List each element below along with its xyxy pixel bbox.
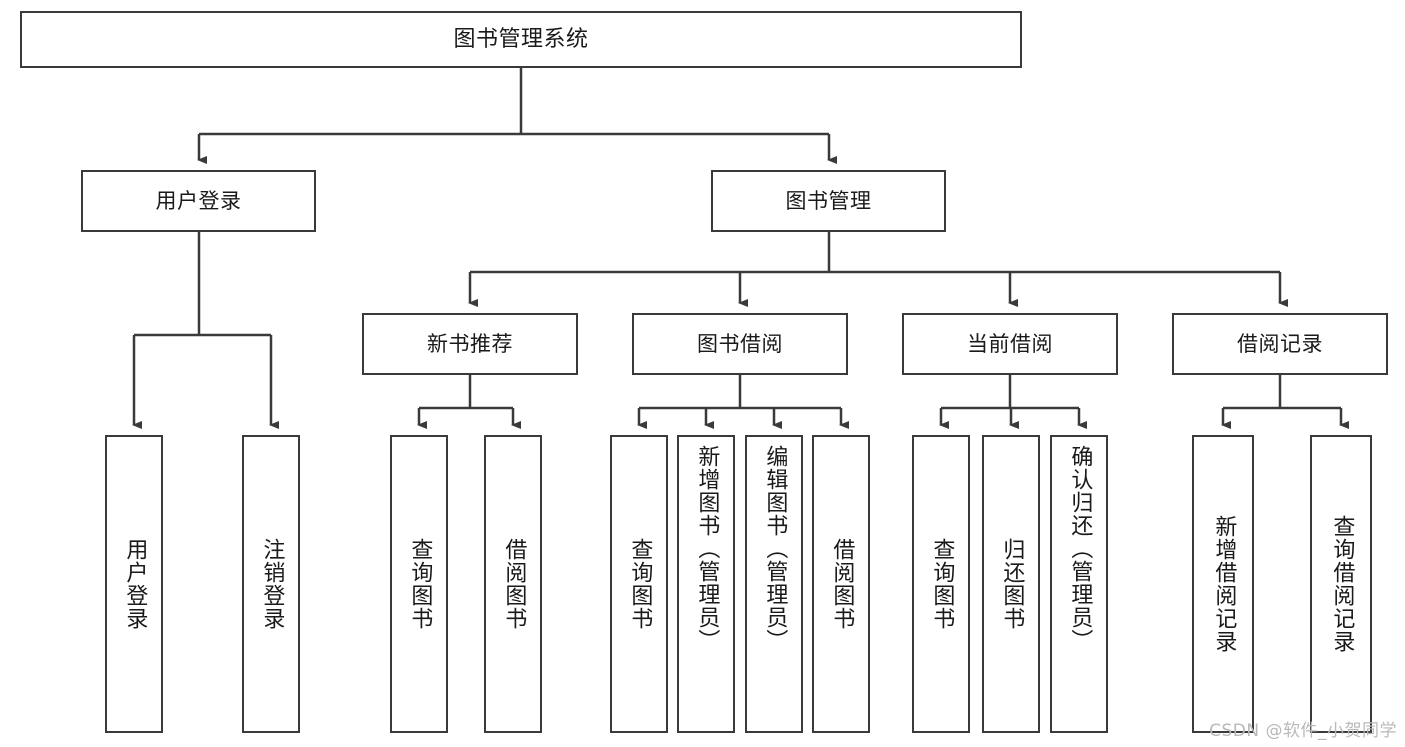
node-new-book-recommend[interactable]: 新书推荐 (362, 313, 578, 375)
node-root-system[interactable]: 图书管理系统 (20, 11, 1022, 68)
leaf-query-borrow-record[interactable]: 查询借阅记录 (1310, 435, 1372, 733)
node-label: 确认归还（管理员） (1067, 445, 1093, 652)
leaf-borrow-book-newbook[interactable]: 借阅图书 (484, 435, 542, 733)
node-label: 新增借阅记录 (1211, 515, 1237, 653)
node-label: 用户登录 (155, 188, 242, 213)
node-label: 图书管理 (785, 188, 872, 213)
leaf-borrow-book[interactable]: 借阅图书 (812, 435, 870, 733)
leaf-user-login[interactable]: 用户登录 (105, 435, 163, 733)
node-label: 图书借阅 (697, 331, 783, 356)
node-label: 编辑图书（管理员） (762, 445, 788, 652)
node-borrow-record[interactable]: 借阅记录 (1172, 313, 1388, 375)
leaf-logout-login[interactable]: 注销登录 (242, 435, 300, 733)
leaf-query-book-newbook[interactable]: 查询图书 (390, 435, 448, 733)
node-current-borrow[interactable]: 当前借阅 (902, 313, 1118, 375)
csdn-watermark: CSDN @软件_小贺同学 (1209, 721, 1397, 741)
node-label: 借阅记录 (1237, 331, 1323, 356)
node-label: 用户登录 (122, 538, 148, 630)
node-label: 当前借阅 (967, 331, 1053, 356)
leaf-return-book[interactable]: 归还图书 (982, 435, 1040, 733)
leaf-confirm-return-admin[interactable]: 确认归还（管理员） (1050, 435, 1108, 733)
leaf-add-book-admin[interactable]: 新增图书（管理员） (677, 435, 735, 733)
node-user-login[interactable]: 用户登录 (81, 170, 316, 232)
node-book-management[interactable]: 图书管理 (711, 170, 946, 232)
leaf-add-borrow-record[interactable]: 新增借阅记录 (1192, 435, 1254, 733)
node-label: 查询图书 (407, 538, 433, 630)
node-label: 图书管理系统 (453, 26, 589, 52)
node-label: 查询借阅记录 (1329, 515, 1355, 653)
node-book-borrow[interactable]: 图书借阅 (632, 313, 848, 375)
node-label: 借阅图书 (829, 538, 855, 630)
node-label: 注销登录 (259, 538, 285, 630)
leaf-edit-book-admin[interactable]: 编辑图书（管理员） (745, 435, 803, 733)
node-label: 新书推荐 (427, 331, 513, 356)
node-label: 归还图书 (999, 538, 1025, 630)
node-label: 查询图书 (929, 538, 955, 630)
node-label: 查询图书 (627, 538, 653, 630)
node-label: 借阅图书 (501, 538, 527, 630)
leaf-query-book-borrow[interactable]: 查询图书 (610, 435, 668, 733)
leaf-query-book-current[interactable]: 查询图书 (912, 435, 970, 733)
node-label: 新增图书（管理员） (694, 445, 720, 652)
